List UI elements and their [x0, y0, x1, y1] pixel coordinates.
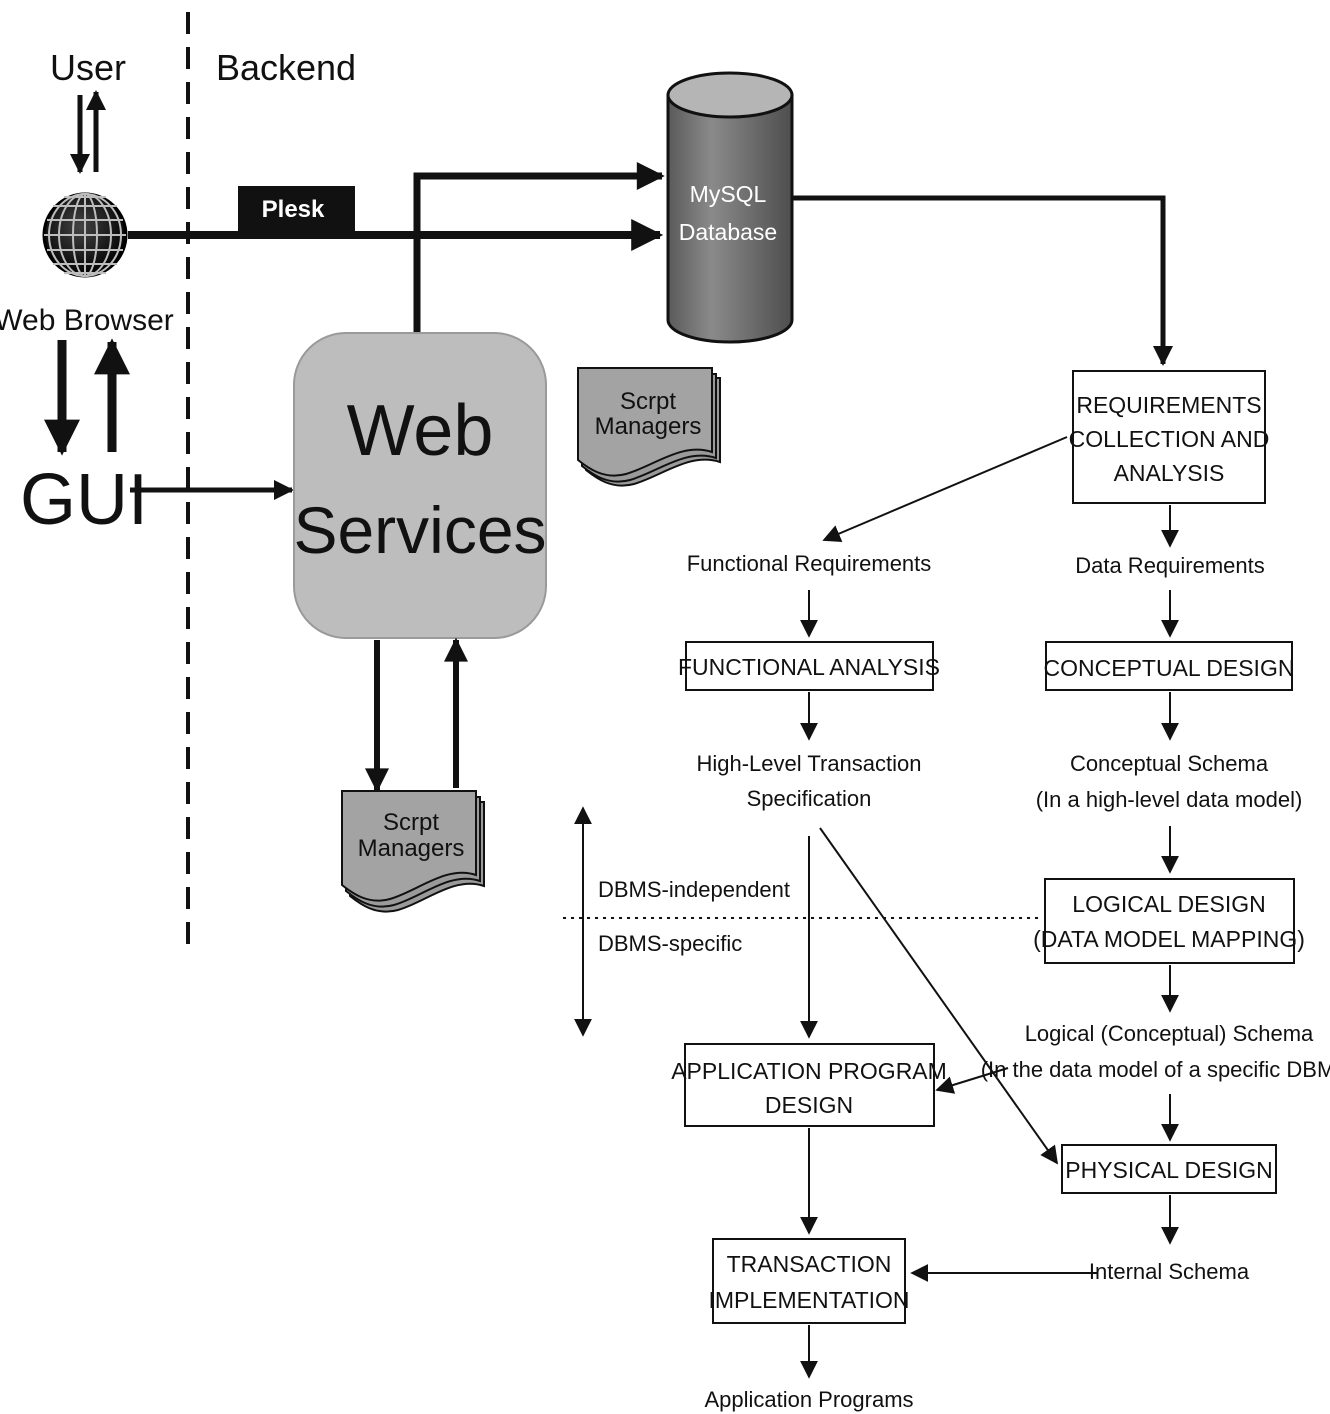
- dbms-specific-label: DBMS-specific: [598, 931, 742, 956]
- script-managers-top-line1: Scrpt: [620, 388, 676, 415]
- application-programs-label: Application Programs: [704, 1387, 913, 1412]
- backend-label: Backend: [216, 47, 356, 88]
- script-managers-bottom-line1: Scrpt: [383, 809, 439, 836]
- logical-design-box: [1044, 878, 1295, 964]
- internal-schema-label: Internal Schema: [1089, 1259, 1250, 1284]
- physical-design-box: [1061, 1144, 1277, 1194]
- requirements-line3: ANALYSIS: [1114, 460, 1225, 486]
- requirements-box: [1072, 370, 1266, 504]
- conceptual-design-label: CONCEPTUAL DESIGN: [1044, 655, 1295, 681]
- user-label: User: [50, 47, 126, 88]
- dbms-independent-label: DBMS-independent: [598, 877, 790, 902]
- webservices-to-database-arrow: [413, 162, 665, 332]
- requirements-line1: REQUIREMENTS: [1076, 392, 1261, 418]
- requirements-to-functional-arrow: [822, 436, 1068, 542]
- web-services-label-line1: Web: [347, 391, 494, 471]
- logical-schema-line1: Logical (Conceptual) Schema: [1025, 1021, 1314, 1046]
- app-program-line2: DESIGN: [765, 1092, 853, 1118]
- hltransaction-to-physical-arrow: [819, 827, 1059, 1165]
- script-managers-bottom-icon: [341, 790, 485, 913]
- application-program-design-box: [684, 1043, 935, 1127]
- data-requirements-label: Data Requirements: [1075, 553, 1265, 578]
- conceptual-design-box: [1045, 641, 1293, 691]
- physical-design-label: PHYSICAL DESIGN: [1065, 1157, 1272, 1183]
- mysql-label-line2: Database: [679, 219, 777, 245]
- transaction-implementation-box: [712, 1238, 906, 1324]
- hl-transaction-line1: High-Level Transaction: [696, 751, 921, 776]
- logical-design-line1: LOGICAL DESIGN: [1072, 891, 1265, 917]
- web-services-label-line2: Services: [293, 493, 546, 567]
- globe-icon: [42, 192, 128, 278]
- logical-design-line2: (DATA MODEL MAPPING): [1033, 926, 1305, 952]
- conceptual-schema-line1: Conceptual Schema: [1070, 751, 1269, 776]
- logicalschema-to-appdesign-arrow: [935, 1067, 1009, 1094]
- functional-analysis-label: FUNCTIONAL ANALYSIS: [678, 654, 940, 680]
- conceptual-schema-line2: (In a high-level data model): [1036, 787, 1303, 812]
- app-program-line1: APPLICATION PROGRAM: [671, 1058, 947, 1084]
- mysql-database-cylinder: [666, 71, 794, 344]
- script-managers-top-icon: [577, 367, 721, 487]
- web-services-box: [293, 332, 547, 639]
- hl-transaction-line2: Specification: [747, 786, 872, 811]
- functional-analysis-box: [685, 641, 934, 691]
- database-to-requirements-arrow: [792, 195, 1173, 366]
- script-managers-bottom-line2: Managers: [358, 835, 465, 862]
- plesk-box: [238, 186, 355, 232]
- gui-label: GUI: [20, 460, 148, 540]
- plesk-label: Plesk: [262, 196, 325, 223]
- requirements-line2: COLLECTION AND: [1069, 426, 1270, 452]
- transaction-line2: IMPLEMENTATION: [708, 1287, 909, 1313]
- functional-requirements-label: Functional Requirements: [687, 551, 932, 576]
- script-managers-top-line2: Managers: [595, 413, 702, 440]
- transaction-line1: TRANSACTION: [727, 1251, 892, 1277]
- web-browser-label: Web Browser: [0, 304, 174, 337]
- logical-schema-line2: (In the data model of a specific DBMS): [981, 1057, 1330, 1082]
- mysql-label-line1: MySQL: [690, 181, 767, 207]
